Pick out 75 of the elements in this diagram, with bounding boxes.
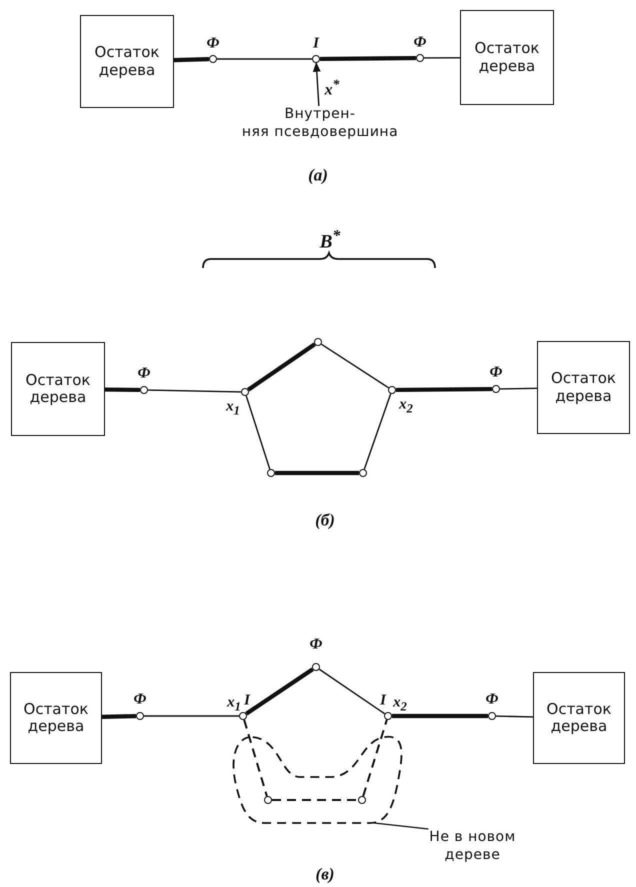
tree-box <box>537 341 630 434</box>
vertex-label: Ф <box>490 366 502 380</box>
graph-vertex <box>314 338 322 346</box>
graph-edge <box>320 56 416 62</box>
vertex-label: I <box>380 694 386 708</box>
graph-edge <box>364 394 392 470</box>
graph-edge <box>246 396 270 470</box>
graph-vertex <box>384 712 392 720</box>
vertex-label: Ф <box>134 692 146 708</box>
graph-edge <box>318 668 386 714</box>
leader-line <box>374 822 428 830</box>
arrow <box>312 62 321 106</box>
graph-vertex <box>488 712 496 720</box>
graph-vertex <box>492 385 500 393</box>
panel-caption: (в) <box>316 866 334 882</box>
graph-edge <box>217 58 312 60</box>
tree-box <box>460 10 554 105</box>
graph-edge <box>148 389 242 393</box>
graph-vertex <box>136 712 144 720</box>
box-label: Остаток дерева <box>474 40 540 75</box>
vertex-label: Ф <box>206 36 220 52</box>
vertex-label: Ф <box>138 366 150 382</box>
vertex-label: I <box>313 36 319 52</box>
panel-caption: (б) <box>315 512 335 528</box>
graph-edge <box>496 715 534 718</box>
vertex-label: x$_{1}$ <box>226 399 240 417</box>
graph-vertex <box>264 796 272 804</box>
vertex-label: x$_{1}$ <box>227 695 241 713</box>
graph-edge <box>392 714 488 718</box>
set-label: B$^{*}$ <box>320 228 340 252</box>
graph-edge <box>174 57 210 62</box>
graph-vertex <box>312 55 320 63</box>
tree-box <box>80 15 174 108</box>
tree-box <box>10 672 102 764</box>
box-label: Остаток дерева <box>22 700 90 736</box>
graph-edge <box>424 57 460 59</box>
graph-edge <box>275 470 359 476</box>
vertex-label: x$_{2}$ <box>393 695 407 713</box>
graph-vertex <box>239 712 247 720</box>
box-label: Остаток дерева <box>546 700 612 736</box>
edge-label: x$^{*}$ <box>324 77 340 99</box>
box-label: Остаток дерева <box>94 44 160 79</box>
graph-vertex <box>312 663 320 671</box>
graph-edge <box>144 715 239 717</box>
graph-edge <box>320 344 390 388</box>
graph-vertex <box>359 469 367 477</box>
box-label: Остаток дерева <box>550 370 617 405</box>
graph-vertex <box>358 796 366 804</box>
graph-vertex <box>388 386 396 394</box>
box-label: Остаток дерева <box>24 372 92 406</box>
graph-edge <box>102 714 136 719</box>
vertex-label: Ф <box>414 36 426 50</box>
graph-edge <box>245 667 314 716</box>
graph-vertex <box>267 469 275 477</box>
graph-vertex <box>209 55 217 63</box>
graph-edge <box>396 386 492 392</box>
panel-caption: (а) <box>308 166 328 184</box>
vertex-label: Ф <box>486 692 498 708</box>
tree-box <box>11 342 105 436</box>
graph-vertex <box>140 386 148 394</box>
vertex-label: x$_{2}$ <box>399 397 413 415</box>
graph-edge <box>272 799 358 801</box>
graph-edge <box>500 388 538 390</box>
graph-edge <box>243 720 268 796</box>
graph-vertex <box>416 54 424 62</box>
tree-box <box>533 672 625 764</box>
vertex-label: I <box>244 694 250 708</box>
note-text: няя псевдовершина <box>242 124 398 141</box>
note-text: Внутрен- <box>284 106 356 124</box>
graph-edge <box>104 387 140 392</box>
vertex-label: Ф <box>310 638 322 652</box>
note-text: Не в новом дереве <box>428 829 517 864</box>
graph-edge <box>247 342 316 392</box>
graph-edge <box>362 720 388 796</box>
graph-vertex <box>241 388 249 396</box>
